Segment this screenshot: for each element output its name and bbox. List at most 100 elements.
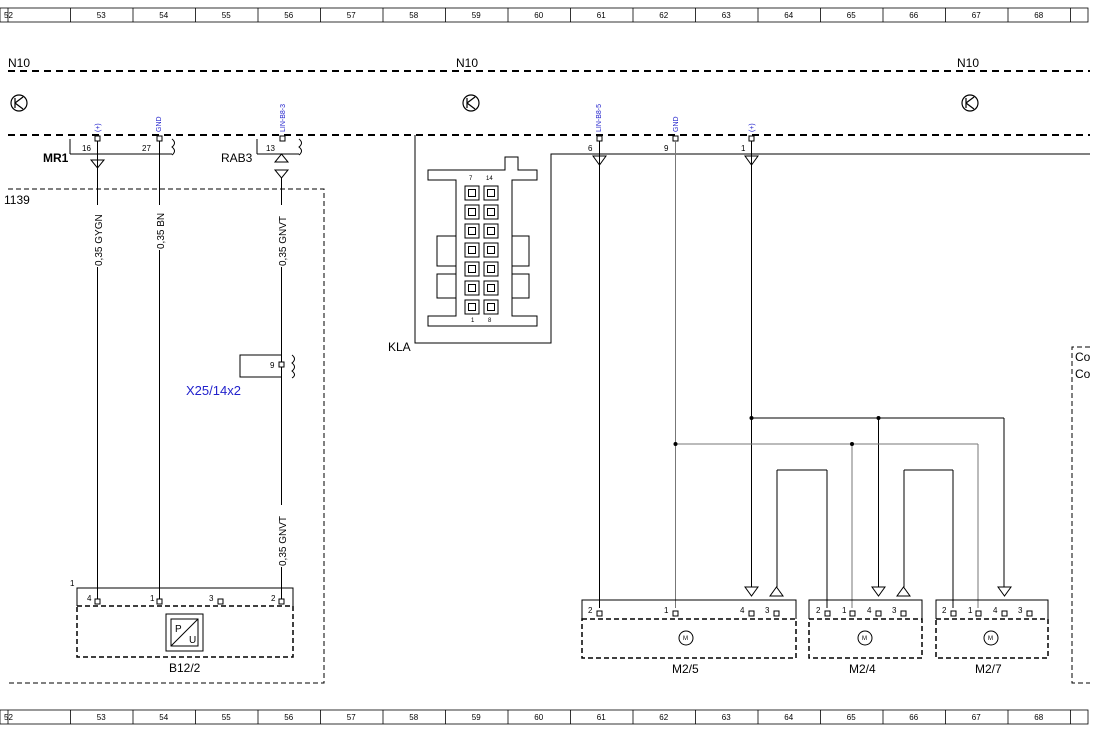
ruler-column-number: 67: [972, 713, 981, 722]
module-name-left: N10: [8, 56, 30, 70]
top-ruler: 525354555657585960616263646566676869: [0, 7, 1097, 23]
kla-pin-cell-inner: [468, 189, 476, 197]
pin-label: 16: [82, 144, 91, 153]
pin-label: 1: [741, 144, 746, 153]
pin-label: 27: [142, 144, 151, 153]
ruler-column-number: 59: [472, 11, 481, 20]
pin-label: 3: [892, 606, 897, 615]
splice-connector: [239, 354, 295, 379]
signal-lin-label: LIN-B8-5: [596, 104, 603, 132]
ruler-column-number: 62: [659, 713, 668, 722]
ruler-column-number: 66: [909, 11, 918, 20]
wire-label: 0,35 GNVT: [278, 516, 289, 566]
kla-pin-cell-inner: [487, 208, 495, 216]
motor-symbol: M: [862, 636, 867, 642]
kla-pin-cell: [483, 280, 499, 296]
pin-label: 3: [1018, 606, 1023, 615]
kla-pin-cell-inner: [468, 265, 476, 273]
kla-pin-cell-inner: [468, 208, 476, 216]
kla-pin-label: 7: [469, 176, 473, 182]
module-symbol-icon: [961, 94, 979, 112]
kla-pin-label: 8: [488, 318, 492, 324]
ruler-column-number: 54: [159, 713, 168, 722]
signal-gnd-label: GND: [673, 116, 680, 132]
ruler-column-number: 66: [909, 713, 918, 722]
ruler-column-number: 64: [784, 11, 793, 20]
wire-label: 0,35 GYGN: [94, 214, 105, 266]
pin-label: 2: [588, 606, 593, 615]
ruler-column-number: 61: [597, 713, 606, 722]
far-right-label: Co: [1075, 367, 1091, 381]
pin-label: 1: [150, 594, 155, 603]
pin-label: 4: [867, 606, 872, 615]
ruler-column-number: 64: [784, 713, 793, 722]
ruler-column-number: 58: [409, 713, 418, 722]
far-right-label: Co: [1075, 350, 1091, 364]
motor-name: M2/7: [975, 662, 1002, 676]
kla-pin-cell-inner: [468, 284, 476, 292]
kla-pin-cell-inner: [487, 189, 495, 197]
kla-pin-cell: [483, 185, 499, 201]
ruler-column-number: 53: [97, 11, 106, 20]
ruler-column-number: 68: [1034, 713, 1043, 722]
kla-pin-cell-inner: [487, 246, 495, 254]
sensor-p-symbol: P: [175, 624, 182, 635]
ruler-column-number: 65: [847, 11, 856, 20]
ruler-column-number: 60: [534, 11, 543, 20]
signal-gnd-label: GND: [156, 116, 163, 132]
ruler-column-number: 55: [222, 11, 231, 20]
kla-pin-cell-inner: [468, 227, 476, 235]
motor-symbol: M: [988, 636, 993, 642]
pin-label: 4: [993, 606, 998, 615]
bottom-ruler: 525354555657585960616263646566676869: [0, 709, 1097, 725]
ruler-column-number: 53: [97, 713, 106, 722]
ruler-column-number: 62: [659, 11, 668, 20]
pin-label: 6: [588, 144, 593, 153]
module-symbol-icon: [10, 94, 28, 112]
pin-label: 2: [816, 606, 821, 615]
ruler-column-number: 65: [847, 713, 856, 722]
ruler-column-number: 63: [722, 713, 731, 722]
ruler-column-number: 59: [472, 713, 481, 722]
connector-mr1: [69, 138, 175, 156]
ruler-column-number: 63: [722, 11, 731, 20]
left-wires: [97, 141, 282, 600]
ruler-column-number: 57: [347, 713, 356, 722]
pin-label: 1: [842, 606, 847, 615]
kla-pin-cell: [483, 299, 499, 315]
ruler-column-number: 52: [4, 713, 13, 722]
kla-pin-cell: [464, 204, 480, 220]
connector-rab3-label: RAB3: [221, 151, 253, 165]
splice-name: X25/14x2: [186, 383, 241, 398]
kla-pin-cell: [483, 204, 499, 220]
signal-plus-label: (+): [95, 123, 102, 132]
wire-label-bg: [91, 205, 288, 567]
ruler-column-number: 60: [534, 713, 543, 722]
pin-label: 4: [740, 606, 745, 615]
kla-pin-cell: [464, 242, 480, 258]
kla-pin-cell-inner: [487, 265, 495, 273]
kla-pin-cell-inner: [487, 303, 495, 311]
pin-label: 3: [765, 606, 770, 615]
kla-pin-label: 1: [471, 318, 475, 324]
ruler-column-number: 67: [972, 11, 981, 20]
ruler-column-number: 57: [347, 11, 356, 20]
ruler-column-number: 68: [1034, 11, 1043, 20]
right-wires: [599, 141, 1005, 608]
kla-pin-cell-inner: [487, 284, 495, 292]
kla-pin-cell: [464, 261, 480, 277]
kla-pin-cell-inner: [468, 246, 476, 254]
sensor-name: B12/2: [169, 661, 201, 675]
sensor-b12-2: [76, 587, 294, 658]
pin-label: 9: [664, 144, 669, 153]
module-name-right: N10: [957, 56, 979, 70]
ruler-column-number: 52: [4, 11, 13, 20]
kla-name: KLA: [388, 340, 411, 354]
kla-pin-cell: [483, 223, 499, 239]
pin-label: 1: [664, 606, 669, 615]
kla-connector: [414, 135, 1090, 344]
module-symbol-icon: [462, 94, 480, 112]
kla-pin-cell: [464, 299, 480, 315]
connector-rab3: [256, 138, 302, 156]
